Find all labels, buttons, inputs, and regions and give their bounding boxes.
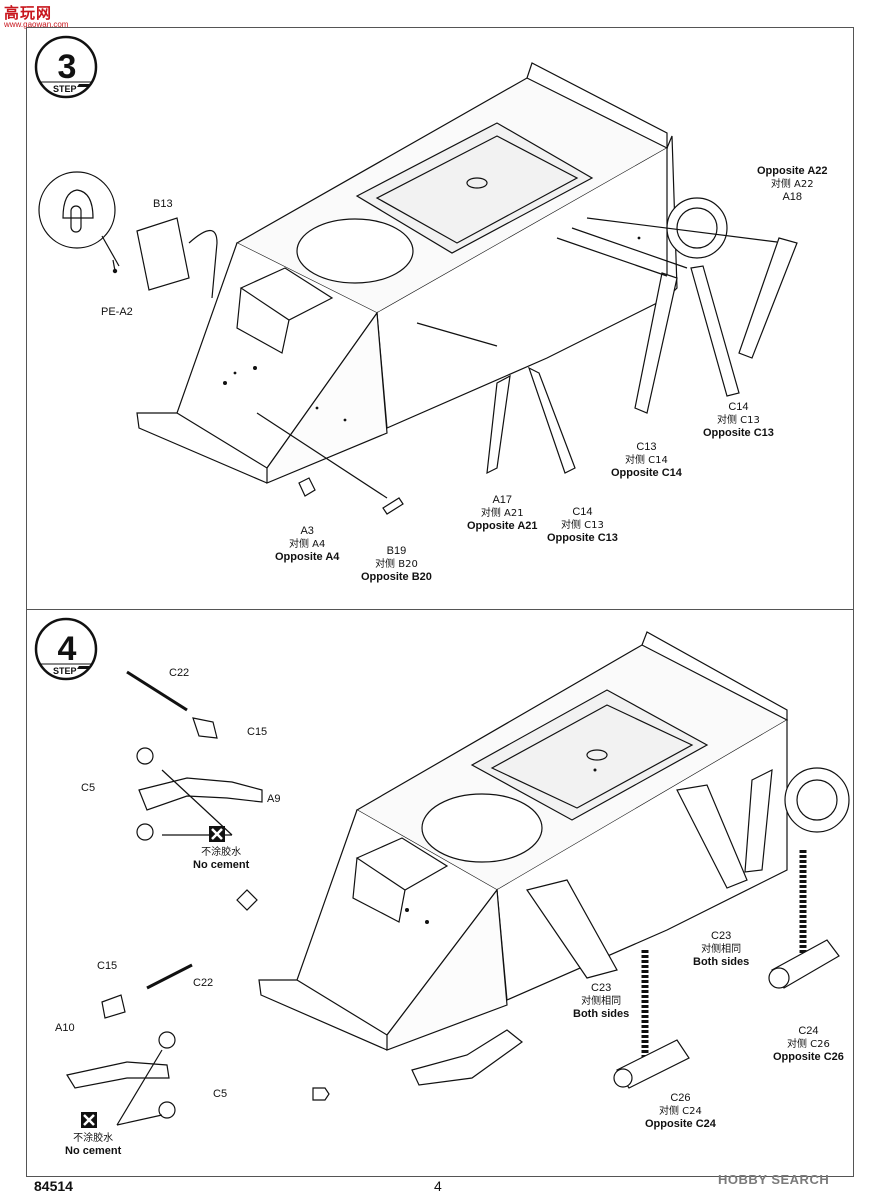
step-4-word: STEP [53,666,77,676]
c23-left-cn: 对侧相同 [581,996,622,1007]
c23-left-part: C23 [591,982,612,994]
a18-cn: 对侧 A22 [770,179,814,190]
c23-right-part: C23 [711,930,732,942]
step-4-badge: 4 STEP [34,617,98,681]
c26-cn: 对侧 C24 [659,1106,702,1117]
c26-part: C26 [670,1092,691,1104]
label-a3: A3 对侧 A4 Opposite A4 [275,525,339,564]
label-b19: B19 对侧 B20 Opposite B20 [361,545,432,584]
label-b13: B13 [153,198,173,210]
label-c22-top: C22 [169,667,190,679]
b19-cn: 对侧 B20 [375,559,418,570]
no-cement-icon [209,826,225,842]
c14-right-part: C14 [728,401,749,413]
label-c24: C24 对侧 C26 Opposite C26 [773,1025,844,1064]
step-3-word: STEP [53,84,77,94]
step-3-hull-drawing [38,62,798,515]
page-number: 4 [434,1178,442,1194]
label-a10: A10 [55,1022,75,1034]
label-c14-left: C14 对侧 C13 Opposite C13 [547,506,618,545]
label-c15-top: C15 [247,726,268,738]
c24-en: Opposite C26 [773,1051,844,1063]
label-c23-right: C23 对侧相同 Both sides [693,930,749,969]
label-a17: A17 对侧 A21 Opposite A21 [467,494,538,533]
cross-icon [83,1114,95,1126]
step-3-number: 3 [58,48,77,86]
cross-icon [211,828,223,840]
watermark-url: www.gaowan.com [4,20,69,29]
c26-en: Opposite C24 [645,1118,716,1130]
step-4-number: 4 [58,630,77,668]
a3-en: Opposite A4 [275,551,340,563]
c13-part: C13 [636,441,657,453]
no-cement-top-en: No cement [193,859,250,871]
a3-cn: 对侧 A4 [289,539,326,550]
a3-part: A3 [300,525,314,537]
step-3-panel: 3 STEP [26,27,854,610]
no-cement-bottom-cn: 不涂胶水 [73,1133,114,1144]
c14-right-cn: 对侧 C13 [717,415,760,426]
c24-part: C24 [798,1025,819,1037]
site-watermark: 高玩网 www.gaowan.com [4,2,74,32]
c23-right-en: Both sides [693,956,750,968]
label-c15-bottom: C15 [97,960,118,972]
c14-left-part: C14 [572,506,593,518]
label-c23-left: C23 对侧相同 Both sides [573,982,629,1021]
a17-cn: 对侧 A21 [480,508,524,519]
b19-en: Opposite B20 [361,571,432,583]
hobby-search-watermark: HOBBY SEARCH [718,1172,830,1187]
c13-cn: 对侧 C14 [625,455,668,466]
label-c5-bottom: C5 [213,1088,228,1100]
step-4-panel: 4 STEP [26,609,854,1177]
c23-left-en: Both sides [573,1008,630,1020]
c13-en: Opposite C14 [611,467,682,479]
b19-part: B19 [386,545,407,557]
c14-left-cn: 对侧 C13 [561,520,604,531]
kit-code: 84514 [34,1178,73,1194]
label-c22-bottom: C22 [193,977,214,989]
no-cement-bottom-en: No cement [65,1145,122,1157]
label-no-cement-bottom: 不涂胶水 No cement [65,1132,121,1158]
c24-cn: 对侧 C26 [787,1039,830,1050]
label-a18: Opposite A22 对侧 A22 A18 [757,165,828,204]
label-pe-a2: PE-A2 [101,306,133,318]
label-no-cement-top: 不涂胶水 No cement [193,846,249,872]
step-3-badge: 3 STEP [34,35,98,99]
label-c13: C13 对侧 C14 Opposite C14 [611,441,682,480]
label-c26: C26 对侧 C24 Opposite C24 [645,1092,716,1131]
a17-en: Opposite A21 [467,520,538,532]
step-4-hull-drawing [66,631,850,1126]
watermark-name: 高玩网 [4,4,53,22]
a18-part: A18 [782,191,803,203]
c23-right-cn: 对侧相同 [701,944,742,955]
no-cement-icon-bottom [81,1112,97,1128]
label-c14-right: C14 对侧 C13 Opposite C13 [703,401,774,440]
a17-part: A17 [492,494,513,506]
no-cement-top-cn: 不涂胶水 [201,847,242,858]
label-a9: A9 [267,793,281,805]
c14-left-en: Opposite C13 [547,532,618,544]
c14-right-en: Opposite C13 [703,427,774,439]
label-c5-top: C5 [81,782,96,794]
a18-en: Opposite A22 [757,165,828,177]
